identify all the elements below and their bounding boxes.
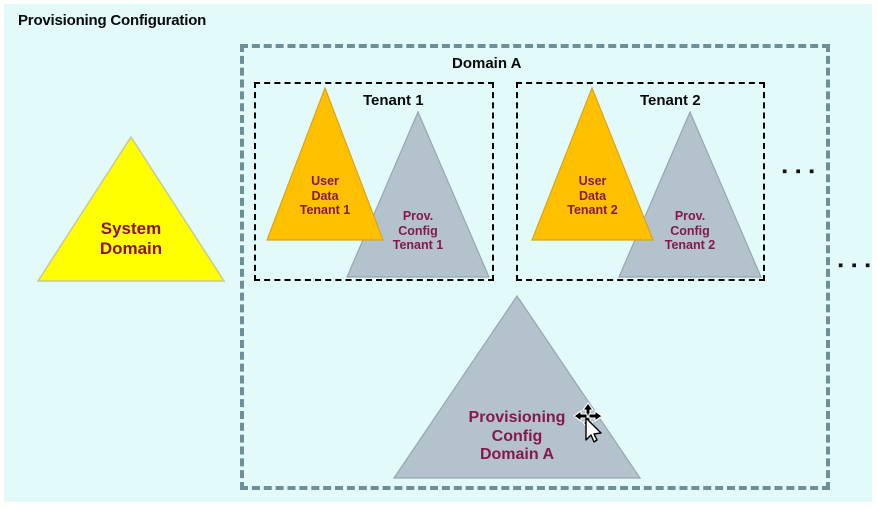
tenant-1-prov-config-triangle[interactable] [345,110,491,279]
domain-a-container[interactable] [240,44,830,490]
domain-a-label: Domain A [452,55,522,72]
ellipsis-outside-domain: ▪ ▪ ▪ [838,257,873,274]
page-title: Provisioning Configuration [18,12,207,29]
domain-a-prov-config-triangle[interactable] [392,294,642,480]
tenant-1-user-data-triangle[interactable] [265,86,385,242]
tenant-2-container[interactable] [516,82,765,281]
system-domain-triangle[interactable] [36,135,226,283]
move-cursor [572,402,608,446]
tenant-2-prov-config-triangle[interactable] [617,110,763,279]
tenant-2-user-data-triangle[interactable] [530,86,655,242]
ellipsis-inside-domain: ▪ ▪ ▪ [782,163,817,180]
tenant-2-label: Tenant 2 [640,92,701,109]
tenant-1-container[interactable] [254,82,494,281]
tenant-1-label: Tenant 1 [363,92,424,109]
